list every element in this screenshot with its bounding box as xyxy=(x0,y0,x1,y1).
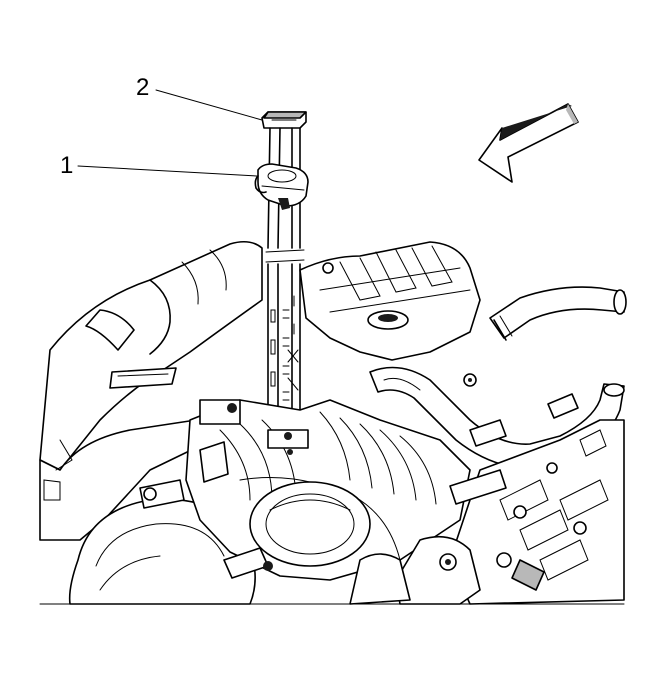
callout-label-1: 1 xyxy=(60,152,73,179)
oil-level-indicator xyxy=(261,111,307,433)
intake-manifold xyxy=(299,241,481,387)
callout-2: 2 xyxy=(136,74,263,121)
fuel-rail xyxy=(449,393,625,605)
callout-1: 1 xyxy=(60,152,258,179)
oil-fill-cap xyxy=(254,163,309,210)
upper-hose xyxy=(489,286,627,341)
callout-label-2: 2 xyxy=(136,74,149,101)
intake-runners xyxy=(185,399,471,581)
callout-leader-2 xyxy=(155,89,263,121)
engine-assembly xyxy=(39,240,263,605)
view-direction-arrow-icon xyxy=(478,103,579,183)
callout-leader-1 xyxy=(77,165,258,177)
lower-components xyxy=(139,441,481,605)
